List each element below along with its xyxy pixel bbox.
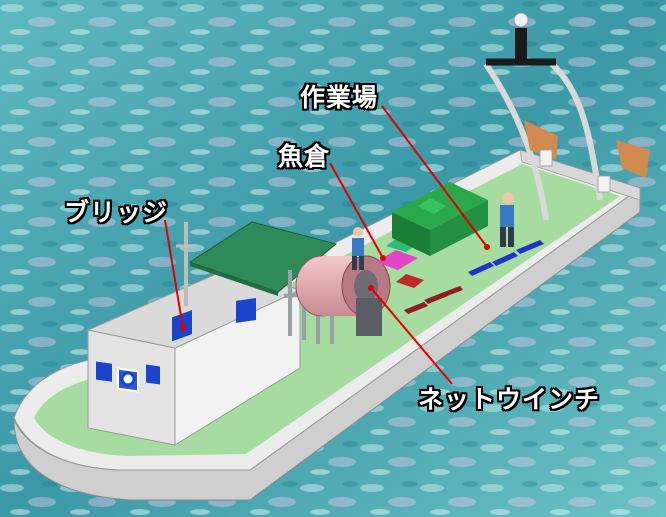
crew-member [500,192,514,247]
leader-dots [180,244,490,331]
stern-fitting [597,175,611,193]
label-net-winch: ネットウインチ [418,385,601,414]
crew-member [352,227,364,270]
workspace-unit [392,182,488,256]
gantry-pulley [513,12,529,62]
net-winch [295,255,391,336]
stern-fitting [539,149,553,167]
label-bridge: ブリッジ [64,198,169,227]
deck-crates [404,286,463,314]
label-workspace: 作業場 [300,83,379,112]
porthole [120,371,136,387]
blue-crates [468,240,544,276]
leader-lines [164,105,488,385]
bridge-roof [188,221,338,293]
bridge-window [96,361,112,382]
stern-panel [616,140,650,178]
fish-hold-hatch [376,250,418,270]
label-fish-hold: 魚倉 [278,142,331,171]
fish-hold-hatch [396,274,424,288]
bridge-roof-edge [190,262,278,296]
bridge-window [236,298,256,323]
bridge-window [146,364,160,385]
